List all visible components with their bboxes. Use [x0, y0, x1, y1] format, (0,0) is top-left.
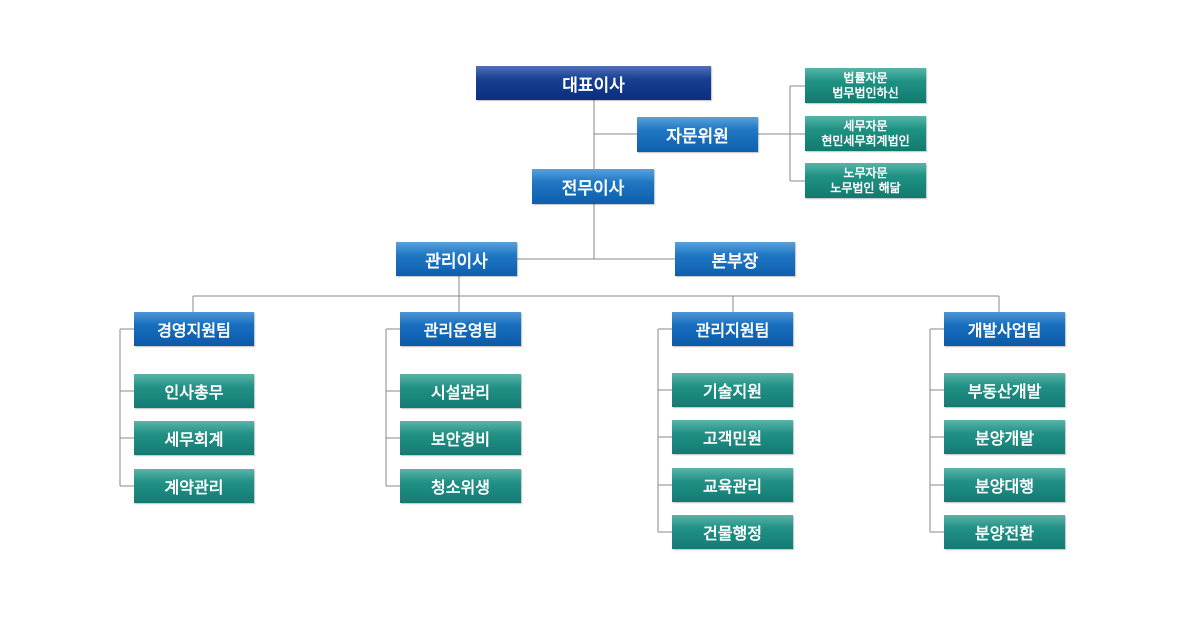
- unit-box: 계약관리: [134, 469, 254, 503]
- head-of-division-box: 본부장: [675, 242, 795, 276]
- ceo-box: 대표이사: [476, 66, 711, 100]
- unit-box: 분양전환: [944, 515, 1065, 549]
- team-box-management-assist: 관리지원팀: [672, 312, 793, 346]
- unit-label: 분양전환: [975, 524, 1034, 543]
- executive-director-box: 전무이사: [532, 169, 654, 204]
- unit-box: 기술지원: [672, 373, 793, 407]
- advisor-firm: 현민세무회계법인: [821, 133, 910, 148]
- unit-box: 건물행정: [672, 515, 793, 549]
- unit-label: 분양개발: [975, 429, 1034, 448]
- advisor-field: 세무자문: [843, 118, 888, 133]
- unit-label: 청소위생: [431, 478, 490, 497]
- advisor-field: 노무자문: [843, 165, 888, 180]
- advisor-firm: 노무법인 해닮: [830, 180, 901, 195]
- unit-box: 인사총무: [134, 374, 254, 408]
- admin-director-label: 관리이사: [425, 251, 488, 272]
- admin-director-box: 관리이사: [396, 242, 517, 276]
- unit-label: 분양대행: [975, 477, 1034, 496]
- unit-label: 세무회계: [164, 430, 224, 449]
- advisor-field: 법률자문: [843, 70, 888, 85]
- unit-box: 세무회계: [134, 421, 254, 455]
- team-label: 경영지원팀: [157, 321, 231, 340]
- unit-box: 청소위생: [400, 469, 521, 503]
- executive-director-label: 전무이사: [561, 179, 625, 199]
- unit-box: 교육관리: [672, 468, 793, 502]
- unit-box: 부동산개발: [944, 373, 1065, 407]
- team-label: 관리운영팀: [423, 321, 498, 340]
- advisor-box-tax: 세무자문 현민세무회계법인: [805, 116, 926, 151]
- ceo-label: 대표이사: [562, 75, 625, 96]
- unit-label: 건물행정: [703, 524, 762, 543]
- unit-label: 교육관리: [703, 477, 762, 496]
- unit-box: 보안경비: [400, 421, 521, 455]
- unit-label: 시설관리: [431, 383, 490, 402]
- unit-label: 계약관리: [164, 478, 224, 497]
- team-box-management-support: 경영지원팀: [134, 312, 254, 346]
- advisor-firm: 법무법인하신: [832, 85, 899, 100]
- team-box-development: 개발사업팀: [944, 312, 1065, 346]
- unit-label: 고객민원: [703, 429, 762, 448]
- unit-label: 인사총무: [164, 383, 224, 402]
- unit-box: 시설관리: [400, 374, 521, 408]
- unit-label: 부동산개발: [967, 382, 1042, 401]
- advisory-committee-box: 자문위원: [637, 117, 758, 152]
- unit-label: 기술지원: [703, 382, 762, 401]
- advisor-box-legal: 법률자문 법무법인하신: [805, 68, 926, 103]
- advisory-committee-label: 자문위원: [666, 127, 729, 147]
- advisor-box-labor: 노무자문 노무법인 해닮: [805, 163, 926, 198]
- unit-label: 보안경비: [431, 430, 490, 449]
- team-label: 개발사업팀: [967, 321, 1042, 340]
- unit-box: 분양개발: [944, 420, 1065, 454]
- head-of-division-label: 본부장: [711, 251, 759, 272]
- team-box-operations: 관리운영팀: [400, 312, 521, 346]
- team-label: 관리지원팀: [695, 321, 770, 340]
- unit-box: 고객민원: [672, 420, 793, 454]
- unit-box: 분양대행: [944, 468, 1065, 502]
